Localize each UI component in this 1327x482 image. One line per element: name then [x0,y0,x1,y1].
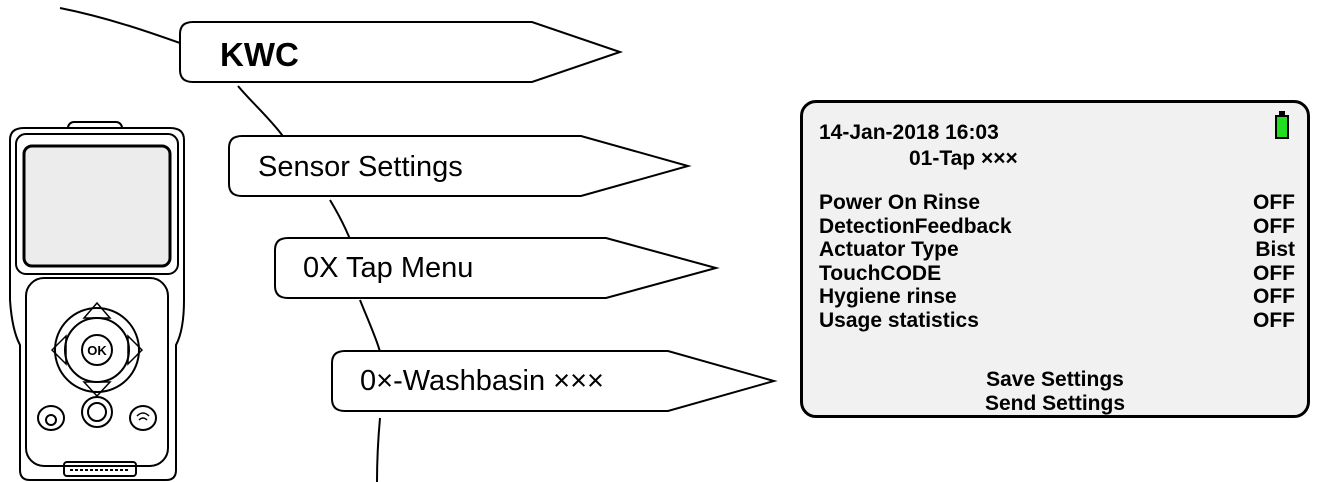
setting-label: TouchCODE [819,261,942,285]
settings-list: Power On Rinse OFF DetectionFeedback OFF… [819,191,1295,332]
handheld-device [9,121,185,481]
setting-label: Power On Rinse [819,191,981,214]
setting-power-on-rinse[interactable]: Power On Rinse OFF [819,191,1295,215]
setting-value: OFF [1253,261,1295,285]
save-settings-button[interactable]: Save Settings [986,368,1124,391]
screen-datetime: 14-Jan-2018 16:03 [819,121,999,144]
device-screen: 14-Jan-2018 16:03 01-Tap ××× Power On Ri… [800,100,1310,418]
tag-tap-menu: 0X Tap Menu [303,252,474,284]
setting-value: OFF [1253,308,1295,332]
setting-hygiene-rinse[interactable]: Hygiene rinse OFF [819,285,1295,309]
setting-actuator-type[interactable]: Actuator Type Bist [819,238,1295,262]
battery-icon [1275,111,1289,139]
tag-washbasin-shape [331,350,778,412]
tag-tap-menu-shape [274,237,720,299]
tag-sensor-settings: Sensor Settings [258,151,463,183]
tag-washbasin: 0×-Washbasin ××× [360,365,604,397]
setting-value: Bist [1255,238,1295,261]
setting-value: OFF [1253,285,1295,308]
setting-touchcode[interactable]: TouchCODE OFF [819,262,1295,286]
setting-detection-feedback[interactable]: DetectionFeedback OFF [819,215,1295,239]
tag-sensor-settings-shape [228,135,692,197]
send-settings-button[interactable]: Send Settings [984,392,1126,415]
tag-kwc: KWC [220,36,299,73]
tag-kwc-shape [179,21,624,83]
setting-value: OFF [1253,214,1295,238]
setting-value: OFF [1253,191,1295,214]
setting-label: Actuator Type [819,238,959,261]
setting-label: DetectionFeedback [819,214,1012,238]
setting-usage-statistics[interactable]: Usage statistics OFF [819,309,1295,333]
ok-button-label: OK [87,343,107,358]
setting-label: Usage statistics [819,308,979,332]
setting-label: Hygiene rinse [819,285,957,308]
screen-subtitle: 01-Tap ××× [909,147,1018,170]
